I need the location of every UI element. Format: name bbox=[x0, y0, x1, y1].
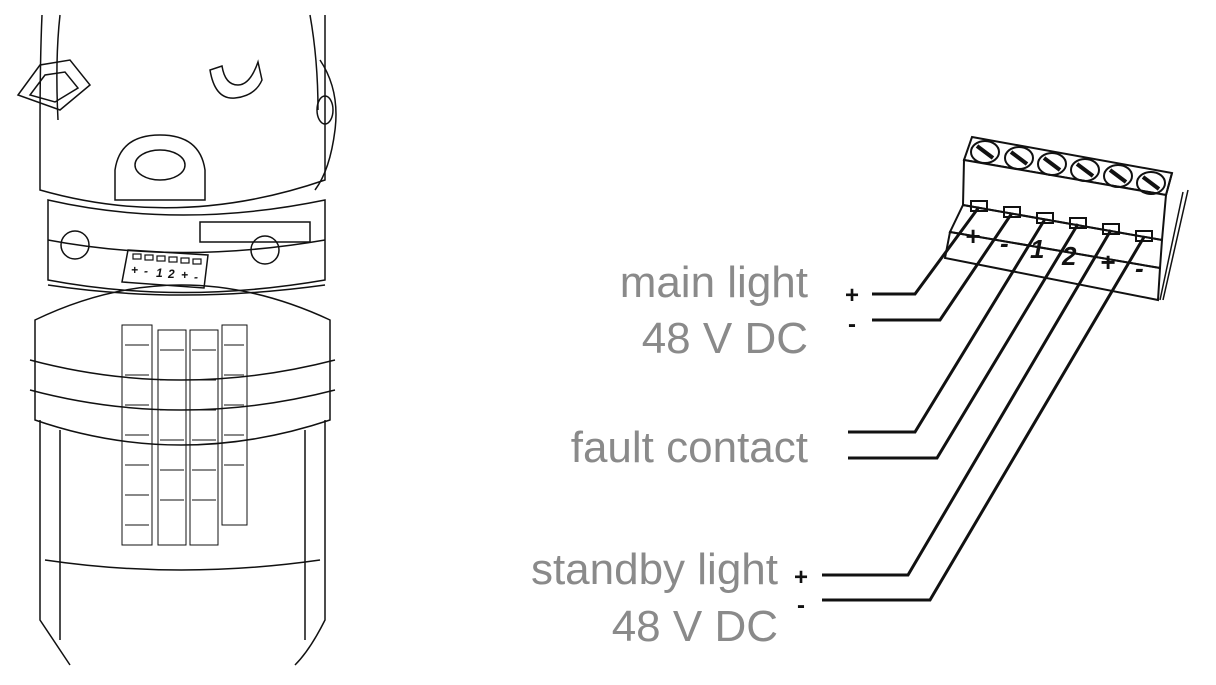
lamp-terminal-label: 2 bbox=[167, 267, 175, 281]
wire-main-minus bbox=[872, 212, 1014, 322]
lamp-illustration bbox=[16, 14, 337, 666]
terminal-screws bbox=[970, 140, 1166, 195]
lamp-terminal-label: - bbox=[144, 264, 148, 278]
lamp-terminal-label: + bbox=[131, 263, 138, 277]
standby-voltage-label: 48 V DC bbox=[612, 602, 778, 651]
wire-standby-minus bbox=[822, 236, 1146, 602]
lamp-terminal-block: + - 1 2 + - bbox=[121, 249, 209, 289]
lamp-terminal-label: + bbox=[181, 268, 188, 282]
terminal-label-2: 2 bbox=[1061, 241, 1077, 271]
main-voltage-label: 48 V DC bbox=[642, 314, 808, 363]
main-plus-sign: + bbox=[845, 282, 859, 309]
terminal-label-plus: + bbox=[1100, 247, 1115, 277]
wire-fault-2 bbox=[848, 223, 1080, 460]
terminal-label-minus: - bbox=[1000, 228, 1009, 258]
lamp-terminal-label: 1 bbox=[156, 266, 163, 280]
wire-main-plus bbox=[872, 206, 981, 296]
terminal-label-plus: + bbox=[965, 221, 980, 251]
terminal-label-1: 1 bbox=[1030, 234, 1044, 264]
standby-minus-sign: - bbox=[797, 592, 805, 619]
wires bbox=[822, 206, 1146, 602]
lamp-terminal-label: - bbox=[194, 270, 198, 284]
wire-fault-1 bbox=[848, 218, 1047, 434]
wire-standby-plus bbox=[822, 229, 1113, 577]
terminal-sockets bbox=[970, 200, 1153, 242]
standby-light-label: standby light bbox=[531, 545, 778, 594]
terminal-label-minus: - bbox=[1135, 253, 1144, 283]
fault-contact-label: fault contact bbox=[571, 423, 808, 472]
main-minus-sign: - bbox=[848, 311, 856, 338]
main-light-label: main light bbox=[620, 258, 808, 307]
terminal-labels: + - 1 2 + - bbox=[965, 221, 1144, 283]
standby-plus-sign: + bbox=[794, 564, 808, 591]
